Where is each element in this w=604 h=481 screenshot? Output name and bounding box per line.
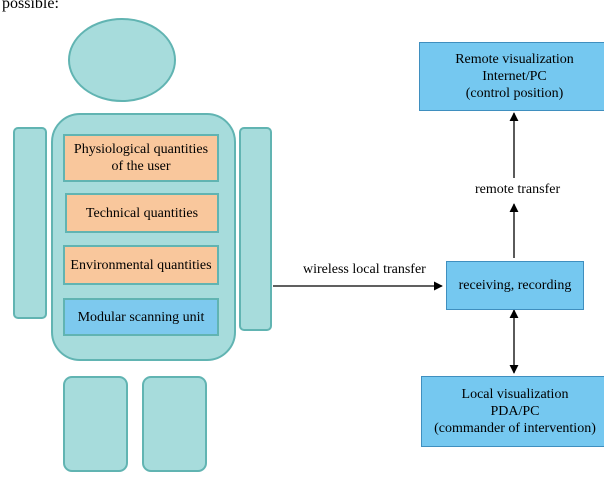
figure-left-arm <box>13 127 47 319</box>
receiving-recording-label: receiving, recording <box>458 278 572 293</box>
wireless-local-transfer-label: wireless local transfer <box>303 262 426 277</box>
physiological-line-2: of the user <box>111 159 171 174</box>
local-line-3: (commander of intervention) <box>434 421 596 436</box>
remote-line-1: Remote visualization <box>455 52 574 67</box>
figure-right-arm <box>239 127 272 331</box>
figure-head <box>68 18 176 102</box>
physiological-quantities-box: Physiological quantities of the user <box>63 134 219 182</box>
receiving-recording-box: receiving, recording <box>446 261 584 310</box>
local-line-2: PDA/PC <box>490 404 540 419</box>
figure-left-leg <box>63 376 128 472</box>
modular-scanning-unit-label: Modular scanning unit <box>77 309 205 325</box>
remote-line-3: (control position) <box>465 86 564 101</box>
figure-right-leg <box>142 376 207 472</box>
local-line-1: Local visualization <box>461 387 569 402</box>
modular-scanning-unit-box: Modular scanning unit <box>63 298 219 336</box>
physiological-line-1: Physiological quantities <box>73 142 209 157</box>
partial-caption-text: possible: <box>2 0 59 12</box>
technical-quantities-label: Technical quantities <box>85 205 199 221</box>
local-visualization-box: Local visualization PDA/PC (commander of… <box>421 376 604 447</box>
environmental-quantities-box: Environmental quantities <box>63 245 219 285</box>
remote-transfer-label: remote transfer <box>475 182 561 197</box>
environmental-quantities-label: Environmental quantities <box>70 257 212 273</box>
remote-line-2: Internet/PC <box>482 69 547 84</box>
technical-quantities-box: Technical quantities <box>65 193 219 233</box>
remote-visualization-box: Remote visualization Internet/PC (contro… <box>419 42 604 111</box>
